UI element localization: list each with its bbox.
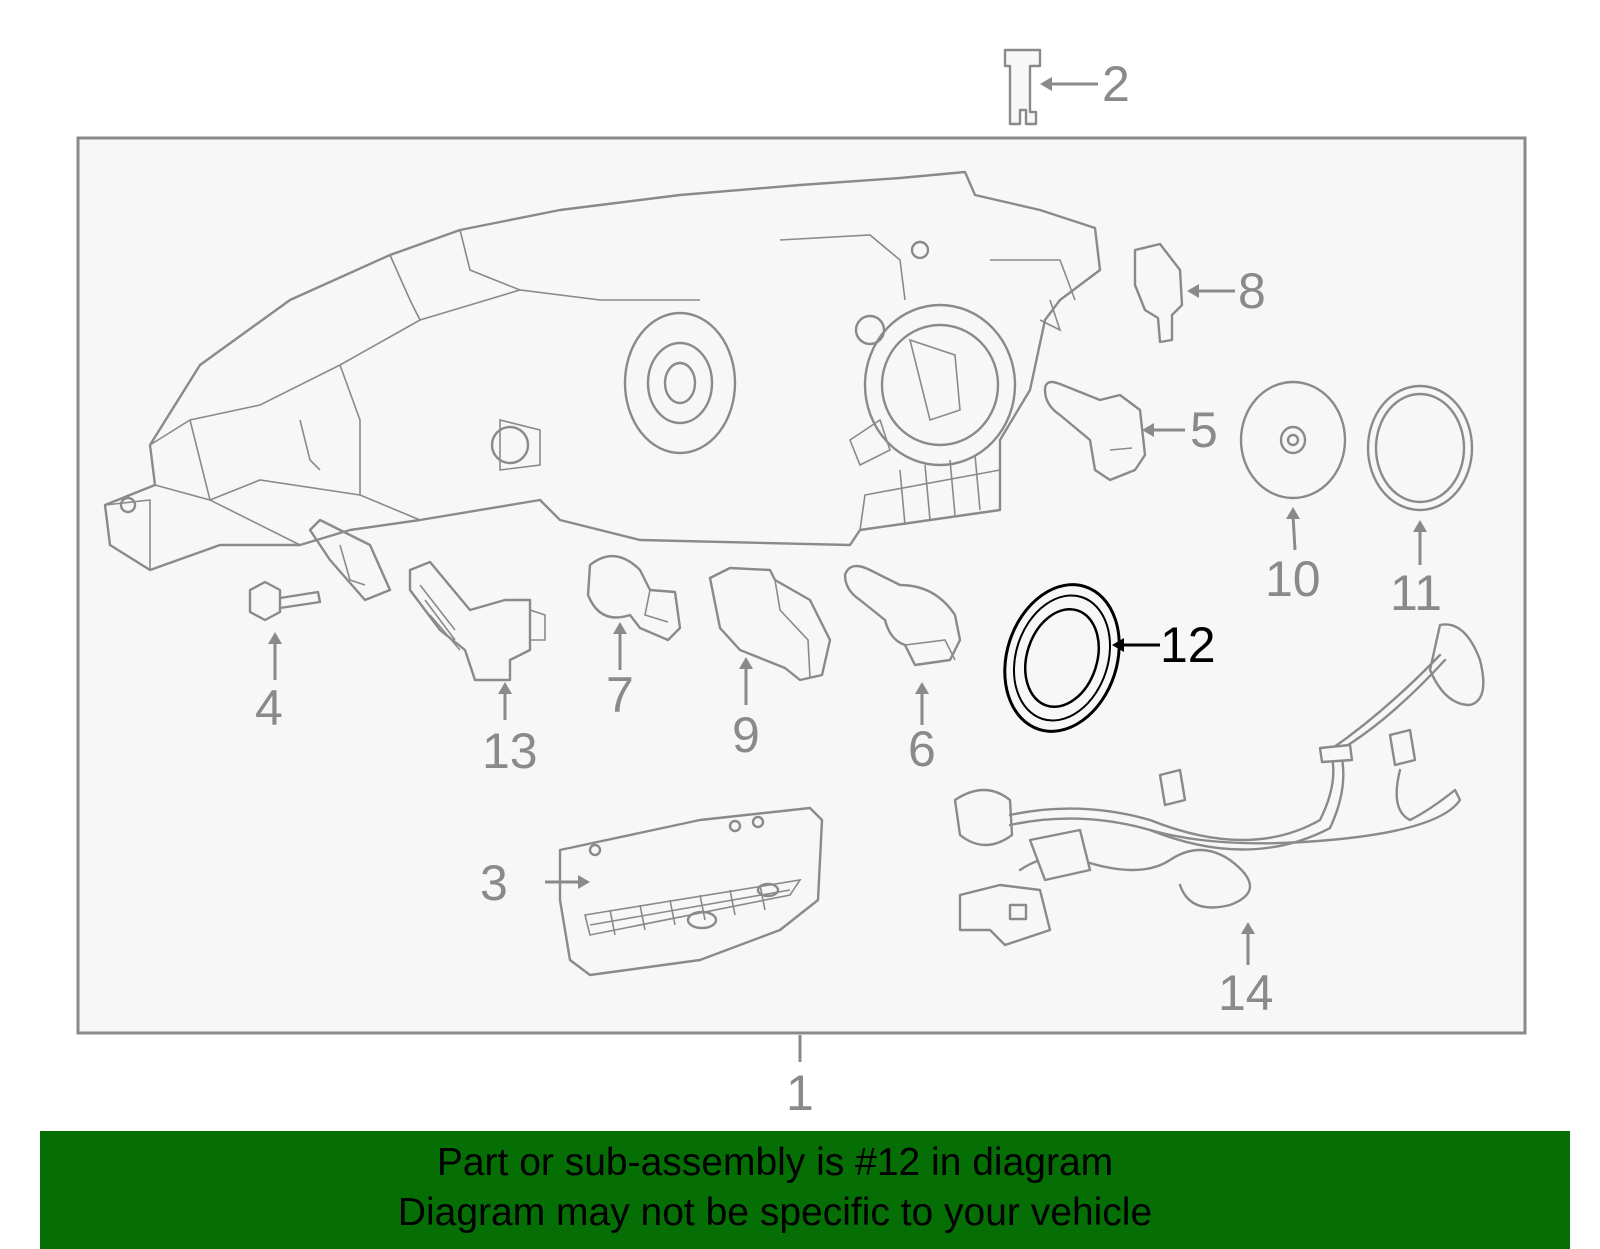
leader-arrows bbox=[268, 77, 1427, 1062]
headlamp-parts-diagram: 1 2 3 4 5 6 7 8 9 10 11 12 13 14 bbox=[76, 48, 1527, 1121]
callout-13: 13 bbox=[482, 723, 538, 779]
part-7-bulb bbox=[586, 555, 682, 642]
part-13-socket bbox=[408, 560, 546, 682]
callout-10: 10 bbox=[1265, 551, 1321, 607]
callout-5: 5 bbox=[1190, 402, 1218, 458]
callout-7: 7 bbox=[606, 667, 634, 723]
callout-2: 2 bbox=[1102, 56, 1130, 112]
part-3-cover bbox=[558, 806, 824, 977]
callout-6: 6 bbox=[908, 721, 936, 777]
callout-11: 11 bbox=[1390, 565, 1442, 621]
part-11-seal bbox=[1366, 384, 1474, 512]
callout-12: 12 bbox=[1160, 617, 1216, 673]
part-4-bolt bbox=[248, 580, 322, 622]
callout-4: 4 bbox=[255, 680, 283, 736]
part-14-harness bbox=[953, 623, 1485, 947]
callout-1: 1 bbox=[786, 1065, 814, 1121]
part-5-bulb bbox=[1043, 380, 1147, 482]
part-6-bulb bbox=[843, 564, 962, 667]
callout-14: 14 bbox=[1218, 965, 1274, 1021]
callout-9: 9 bbox=[732, 707, 760, 763]
part-12-gasket-highlighted bbox=[1003, 583, 1121, 733]
part-8-bulb bbox=[1133, 242, 1184, 344]
part-9-bulb bbox=[708, 566, 832, 682]
callout-3: 3 bbox=[480, 855, 508, 911]
banner-disclaimer-text: Diagram may not be specific to your vehi… bbox=[397, 1191, 1153, 1234]
info-banner: Part or sub-assembly is #12 in diagram D… bbox=[40, 1131, 1570, 1249]
part-1-headlamp-housing bbox=[103, 170, 1102, 602]
part-10-cap bbox=[1239, 380, 1347, 500]
part-2-clip bbox=[1003, 48, 1042, 126]
banner-part-number-text: Part or sub-assembly is #12 in diagram bbox=[436, 1141, 1114, 1184]
callout-8: 8 bbox=[1238, 263, 1266, 319]
